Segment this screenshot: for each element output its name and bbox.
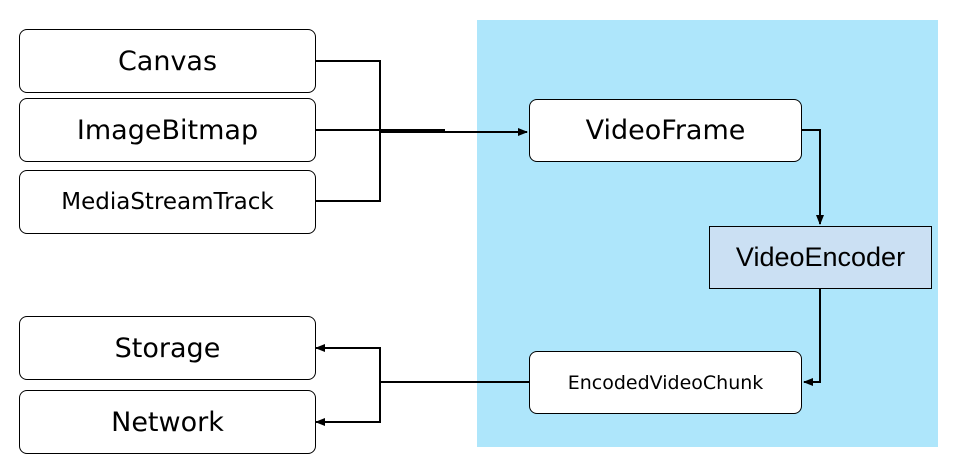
video-encoder-label: VideoEncoder — [735, 242, 906, 272]
image-bitmap-node: ImageBitmap — [19, 98, 316, 162]
network-node: Network — [19, 390, 316, 454]
videoframe-to-encoder-arrow — [802, 129, 824, 225]
encoded-video-chunk-node: EncodedVideoChunk — [529, 351, 802, 414]
to-storage-arrow — [315, 344, 381, 382]
encoded-video-chunk-label: EncodedVideoChunk — [567, 371, 764, 394]
to-network-arrow — [315, 382, 381, 426]
encoder-to-chunk-arrow — [803, 289, 821, 386]
media-stream-track-label: MediaStreamTrack — [61, 189, 274, 215]
storage-label: Storage — [114, 332, 221, 364]
image-bitmap-label: ImageBitmap — [76, 114, 259, 146]
media-stream-track-node: MediaStreamTrack — [19, 170, 316, 234]
storage-node: Storage — [19, 316, 316, 380]
canvas-node: Canvas — [19, 29, 316, 93]
network-label: Network — [111, 406, 224, 438]
canvas-label: Canvas — [117, 45, 218, 77]
video-frame-node: VideoFrame — [529, 99, 802, 162]
video-encoder-node: VideoEncoder — [709, 226, 932, 289]
video-frame-label: VideoFrame — [585, 115, 746, 146]
